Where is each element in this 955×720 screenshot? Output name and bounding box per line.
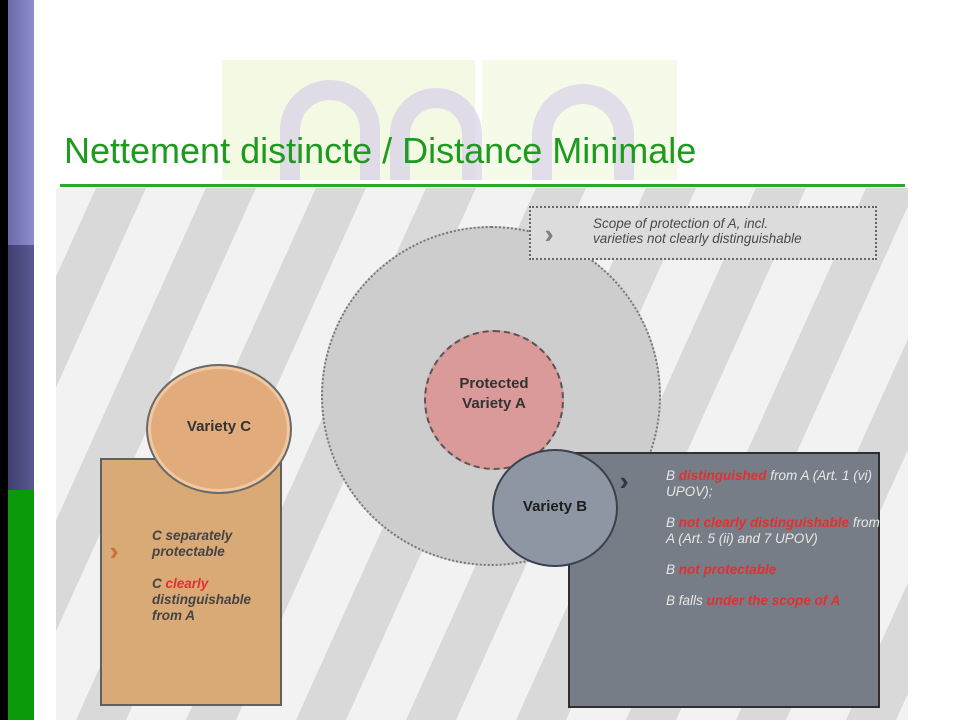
scope-note-line1: Scope of protection of A, incl. xyxy=(593,216,769,231)
slide-title: Nettement distincte / Distance Minimale xyxy=(64,130,697,171)
variety-b-circle: Variety B xyxy=(492,449,618,567)
side-band-top xyxy=(8,0,34,245)
side-band-bottom xyxy=(8,490,34,720)
protected-variety-a-label: Protected Variety A xyxy=(459,375,529,412)
side-band-middle xyxy=(8,245,34,490)
watermark-right xyxy=(482,60,677,180)
variety-b-point-3: B not protectable xyxy=(666,562,777,577)
watermark-left xyxy=(222,60,482,180)
scope-note-line2: varieties not clearly distinguishable xyxy=(593,231,802,246)
variety-c-point-2: C clearly distinguishable from A xyxy=(152,576,252,623)
protected-variety-a-circle: Protected Variety A xyxy=(424,330,564,470)
title-underline xyxy=(60,184,905,187)
left-edge-bar xyxy=(0,0,8,720)
variety-b-text: B distinguished from A (Art. 1 (vi) UPOV… xyxy=(666,468,880,624)
scope-note-box: ›› Scope of protection of A, incl. varie… xyxy=(529,206,877,260)
scope-note-text: Scope of protection of A, incl. varietie… xyxy=(593,216,802,246)
variety-c-label: Variety C xyxy=(186,418,252,435)
variety-b-point-4: B falls under the scope of A xyxy=(666,593,841,608)
variety-b-point-1: B distinguished from A (Art. 1 (vi) UPOV… xyxy=(666,468,873,499)
variety-b-label: Variety B xyxy=(522,498,588,515)
variety-c-circle: Variety C xyxy=(146,364,292,494)
variety-b-point-2: B not clearly distinguishable from A (Ar… xyxy=(666,515,880,546)
variety-b-box: ›› B distinguished from A (Art. 1 (vi) U… xyxy=(568,452,880,708)
